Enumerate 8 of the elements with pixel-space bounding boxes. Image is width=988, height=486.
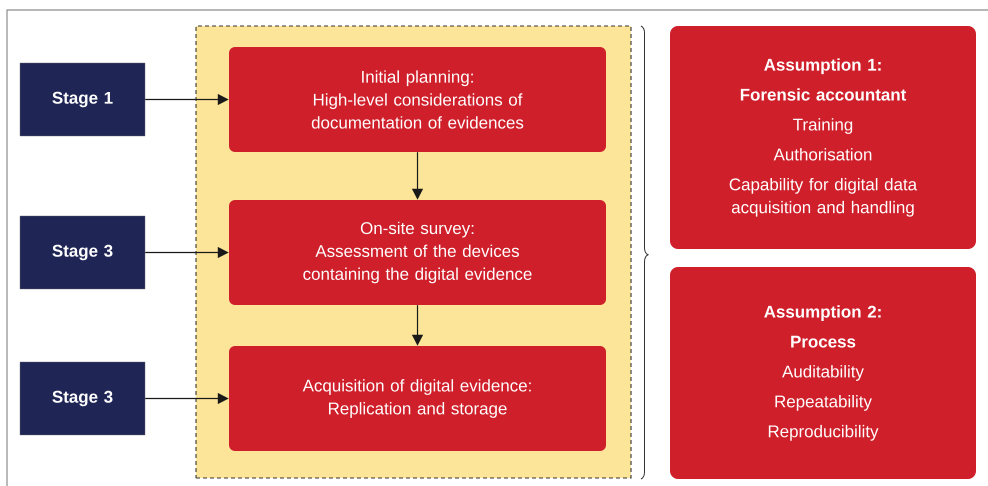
stage-box: Stage 3 bbox=[20, 216, 146, 290]
process-box: Acquisition of digital evidence: Replication and storage bbox=[229, 346, 606, 451]
stage-box: Stage 1 bbox=[20, 62, 146, 136]
process-box: Initial planning: High-level considerations of documentation of evidences bbox=[229, 47, 606, 152]
assumption-box: Assumption 2: Process Auditability Repeatability Reproducibility bbox=[670, 267, 976, 479]
process-box: On-site survey: Assessment of the devices containing the digital evidence bbox=[229, 200, 606, 305]
stage-box: Stage 3 bbox=[20, 362, 146, 436]
assumption-box: Assumption 1: Forensic accountant Training Authorisation Capability for digital data acquisition and handling bbox=[670, 26, 976, 249]
